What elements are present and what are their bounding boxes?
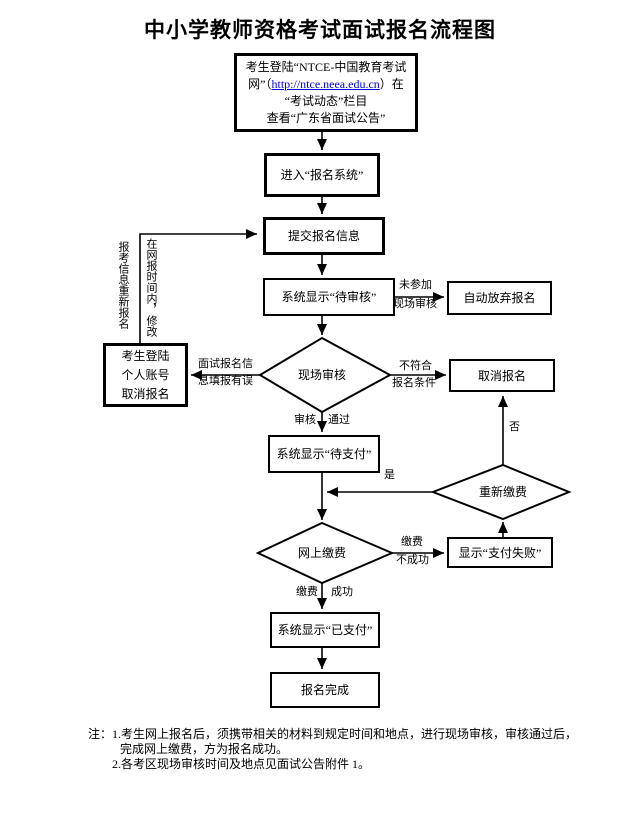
node-payment-failed: 显示“支付失败” [447,537,553,568]
edge-label-no: 否 [509,421,520,433]
pending-review-label: 系统显示“待审核” [281,290,377,304]
edge-label-pay-success-left: 缴费 [296,586,318,598]
edge-label-not-qualified-2: 报名条件 [392,377,436,389]
enter-system-label: 进入“报名系统” [280,168,364,182]
node-submit-info: 提交报名信息 [263,217,385,255]
edge-label-info-error-2: 息填报有误 [198,375,253,387]
visit-line-1: 考生登陆“NTCE-中国教育考试 [245,59,407,74]
visit-line-3: “考试动态”栏目 [284,93,368,108]
edge-label-yes: 是 [384,469,395,481]
edge-label-reregister-left-column: 报考信息重新报名 [117,241,129,329]
node-registration-complete: 报名完成 [270,672,380,708]
edge-label-review-pass-left: 审核 [294,414,316,426]
registration-complete-label: 报名完成 [300,683,349,697]
pending-payment-label: 系统显示“待支付” [276,447,372,461]
visit-line-4: 查看“广东省面试公告” [266,110,386,125]
cancel-registration-label: 取消报名 [477,368,526,383]
arrow-reregister-loop [139,229,257,343]
edge-label-not-qualified-1: 不符合 [399,360,432,372]
edge-label-no-onsite-1: 未参加 [399,279,432,291]
node-pending-review: 系统显示“待审核” [263,278,395,316]
login-cancel-line-1: 考生登陆 [121,348,170,363]
edge-label-info-error-1: 面试报名信 [198,358,253,370]
paid-label: 系统显示“已支付” [277,623,373,637]
notes-line-1: 注：1.考生网上报名后，须携带相关的材料到规定时间和地点，进行现场审核，审核通过… [88,728,577,741]
page-title: 中小学教师资格考试面试报名流程图 [144,18,496,42]
node-enter-system: 进入“报名系统” [264,153,380,197]
edge-label-pay-fail-2: 不成功 [396,554,429,566]
login-cancel-line-2: 个人账号 [121,367,170,382]
visit-line-2: 网”（http://ntce.neea.edu.cn）在 [248,76,404,93]
online-payment-diamond [255,521,395,585]
notes-prefix: 注： [88,727,113,741]
notes-text-1: 1.考生网上报名后，须携带相关的材料到规定时间和地点，进行现场审核，审核通过后， [112,727,578,741]
node-visit-site: 考生登陆“NTCE-中国教育考试 网”（http://ntce.neea.edu… [234,53,418,132]
notes-line-2: 完成网上缴费，方为报名成功。 [120,742,289,756]
node-paid: 系统显示“已支付” [270,612,380,648]
edge-label-no-onsite-2: 现场审核 [393,298,437,310]
login-cancel-line-3: 取消报名 [121,386,170,401]
notes-line-3: 2.各考区现场审核时间及地点见面试公告附件 1。 [112,757,371,771]
onsite-review-diamond [258,336,393,414]
node-cancel-registration: 取消报名 [449,359,555,392]
auto-abandon-label: 自动放弃报名 [463,291,536,305]
ntce-link[interactable]: http://ntce.neea.edu.cn [271,76,380,91]
edge-label-reregister-right-column: 在网报时间内，修改 [145,238,157,337]
edge-label-review-pass-right: 通过 [328,414,350,426]
edge-label-pay-success-right: 成功 [331,586,353,598]
node-pending-payment: 系统显示“待支付” [268,435,380,473]
online-payment-label: 网上缴费 [297,546,346,560]
repay-label: 重新缴费 [478,485,527,499]
payment-failed-label: 显示“支付失败” [458,545,542,560]
visit-line-2-pre: 网”（ [248,76,272,91]
node-auto-abandon: 自动放弃报名 [447,281,552,315]
onsite-review-label: 现场审核 [297,368,346,382]
edge-label-pay-fail-1: 缴费 [401,536,423,548]
repay-diamond [430,463,572,521]
visit-line-2-post: ）在 [379,76,404,91]
submit-info-label: 提交报名信息 [287,229,360,243]
node-login-cancel: 考生登陆 个人账号 取消报名 [103,343,188,407]
